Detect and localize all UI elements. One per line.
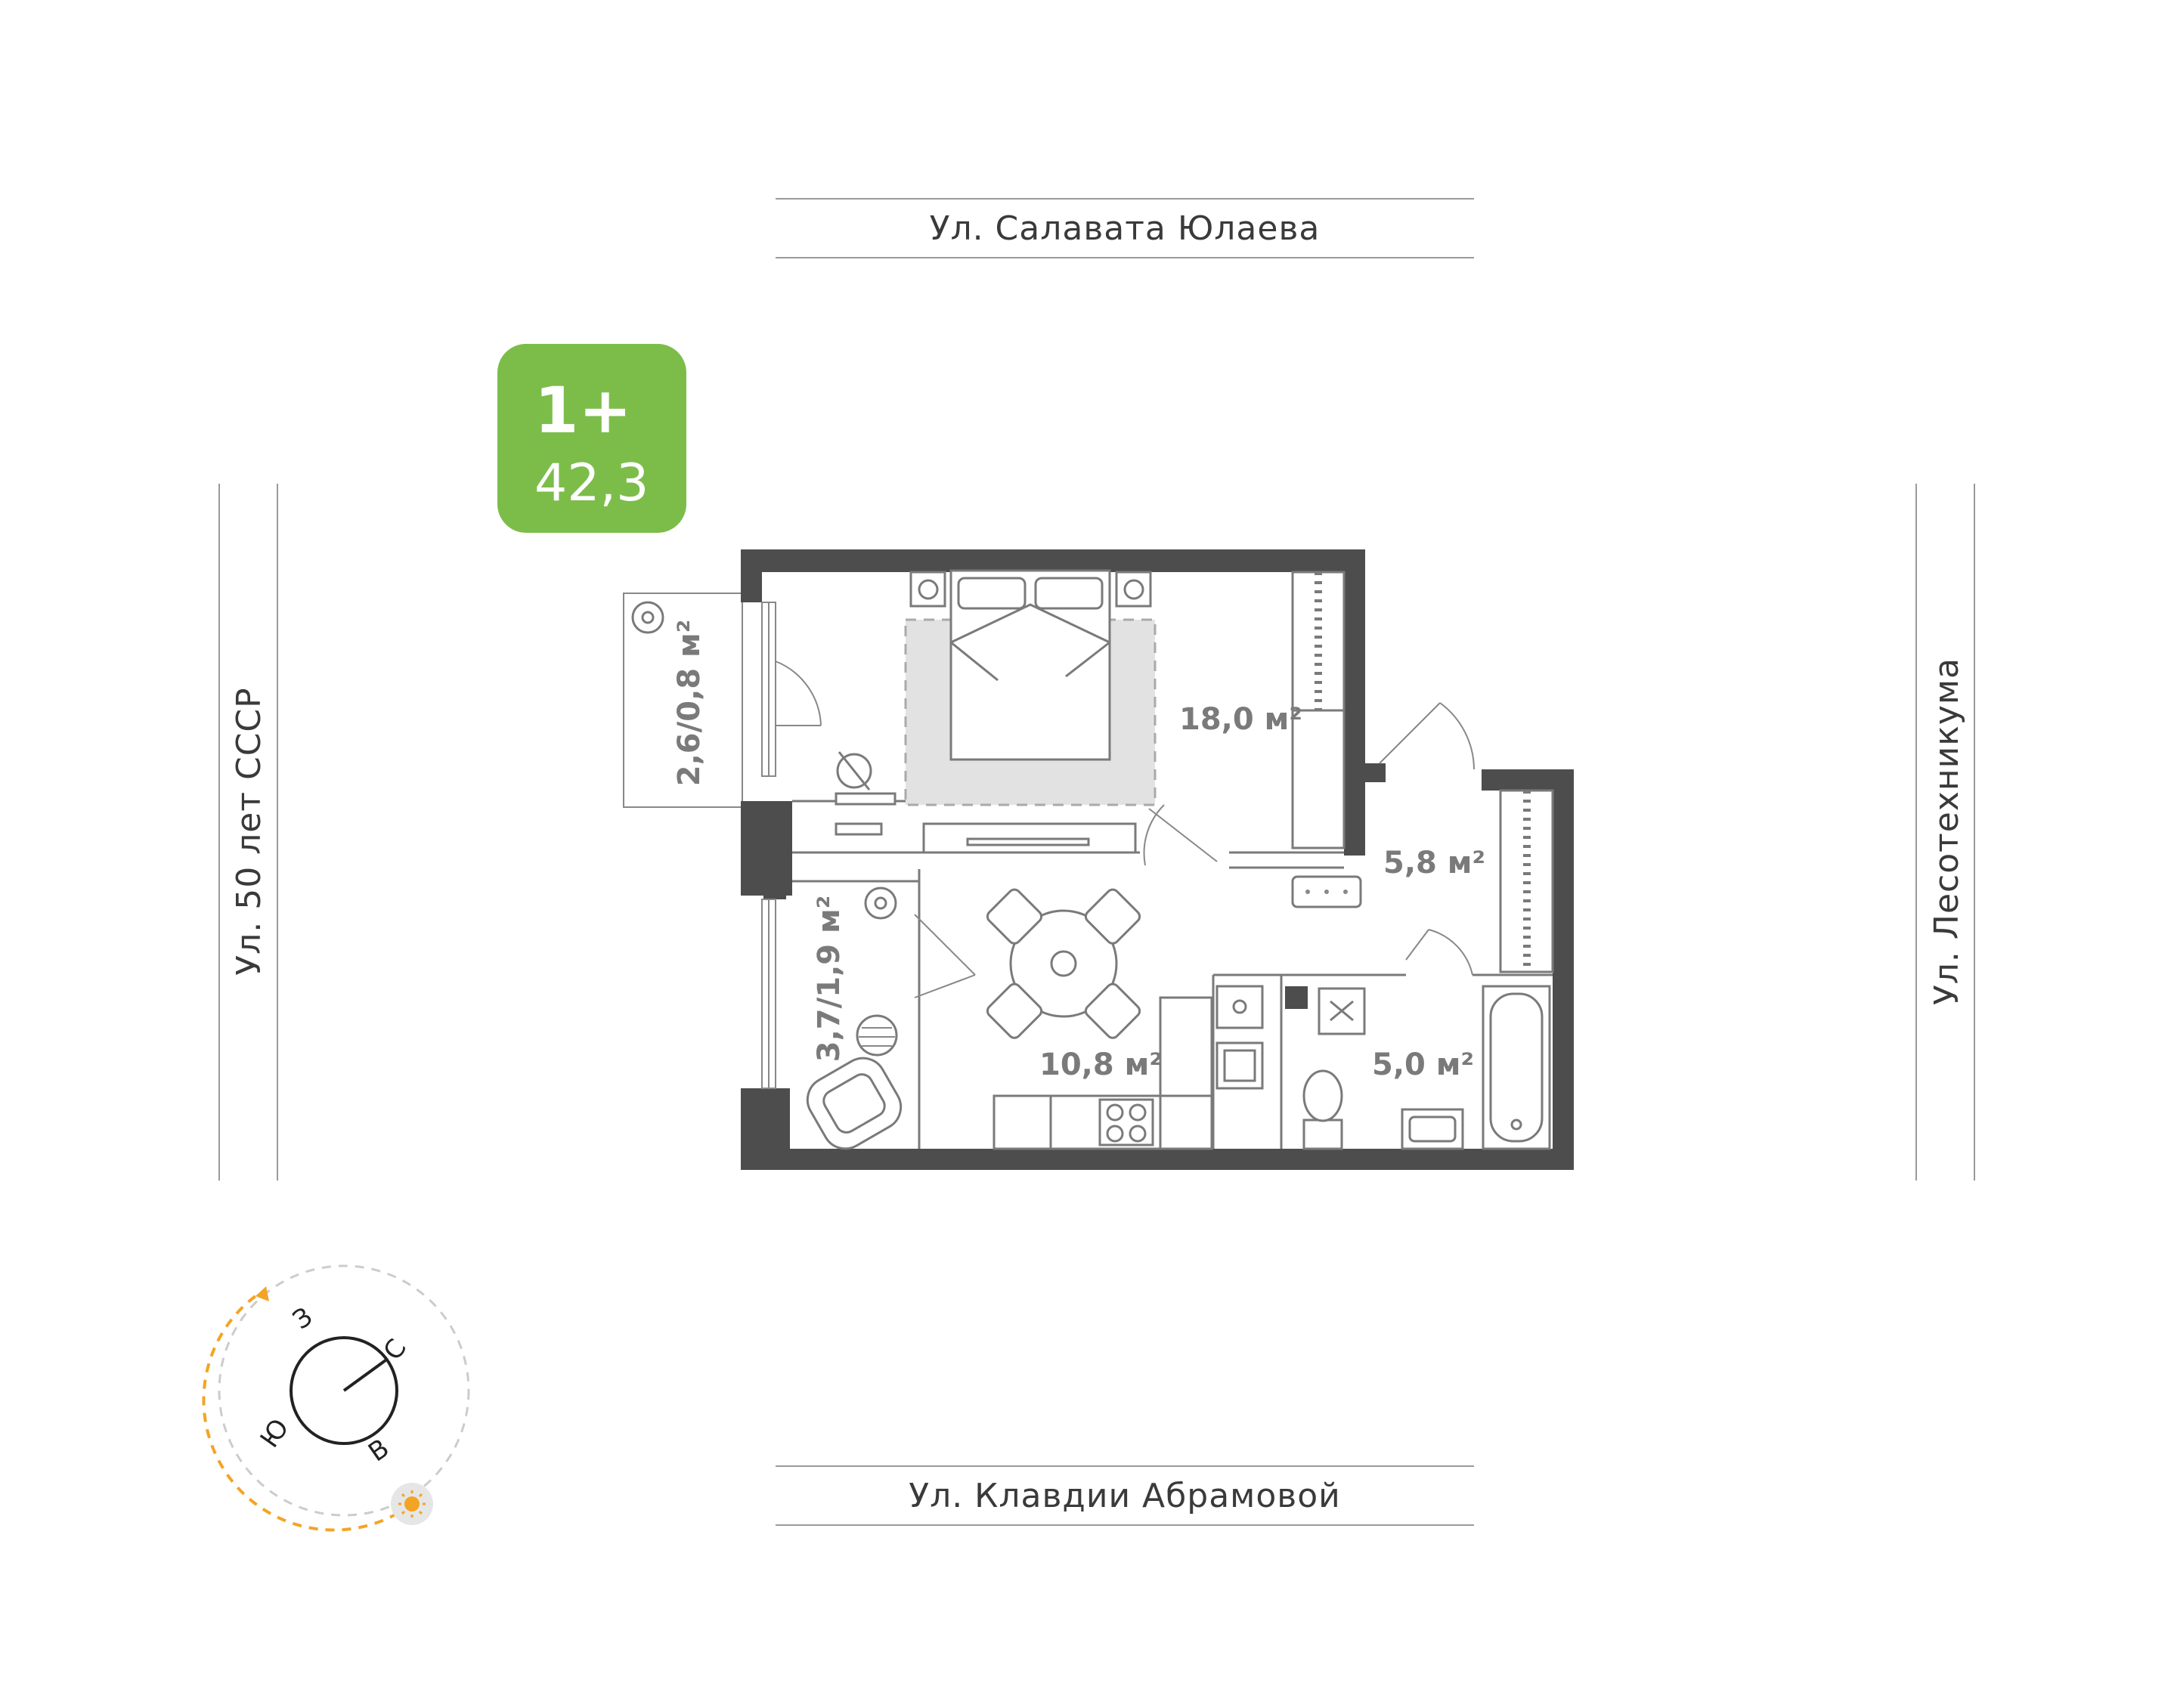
- room-hall-area: 5,8 м²: [1383, 846, 1485, 880]
- wall-right: [1553, 769, 1574, 1170]
- nightstand-left: [909, 571, 946, 608]
- balcony-plant-icon: [631, 601, 664, 634]
- wall-bedroom-right: [1344, 549, 1365, 856]
- street-right-label: Ул. Лесотехникума: [1928, 658, 1966, 1005]
- plant-icon: [864, 886, 897, 920]
- armchair-icon: [806, 1057, 903, 1150]
- door-balcony: [775, 661, 822, 726]
- wall-top: [741, 549, 1364, 572]
- compass-south: Ю: [255, 1413, 296, 1453]
- table-icon: [986, 888, 1141, 1039]
- chair-icon: [836, 751, 872, 791]
- bathroom-sink-icon: [1401, 1108, 1464, 1150]
- desk-icon: [835, 792, 897, 836]
- badge-rooms: 1+: [534, 373, 632, 447]
- room-loggia-area: 3,7/1,9 м²: [812, 896, 847, 1062]
- wall-hall-notch: [1364, 763, 1386, 782]
- door-loggia: [914, 914, 976, 998]
- shower-fan: [1318, 987, 1366, 1035]
- stove-icon: [1098, 1098, 1154, 1146]
- street-left-label: Ул. 50 лет СССР: [230, 687, 268, 975]
- tv-stand: [922, 822, 1137, 854]
- door-bedroom: [1143, 804, 1218, 866]
- door-entry: [1379, 702, 1475, 770]
- compass-west: З: [287, 1301, 318, 1335]
- floor-plan: 18,0 м² 5,8 м² 10,8 м² 5,0 м² 2,6/0,8 м²…: [623, 549, 1574, 1170]
- window-loggia: [761, 899, 776, 1089]
- compass: З С Ю В: [202, 1264, 470, 1532]
- street-bottom-label: Ул. Клавдии Абрамовой: [909, 1477, 1340, 1515]
- toilet-icon: [1302, 1069, 1343, 1150]
- room-kitchen-area: 10,8 м²: [1039, 1047, 1163, 1082]
- water-heater: [1215, 985, 1264, 1029]
- street-top-label: Ул. Салавата Юлаева: [930, 209, 1321, 248]
- street-bottom: Ул. Клавдии Абрамовой: [776, 1465, 1474, 1526]
- side-table: [856, 1014, 898, 1057]
- room-bedroom-area: 18,0 м²: [1179, 702, 1302, 737]
- wardrobe-icon: [1291, 571, 1346, 849]
- badge-area: 42,3: [534, 453, 649, 513]
- room-balcony-area: 2,6/0,8 м²: [672, 620, 707, 786]
- hall-wardrobe-icon: [1499, 789, 1554, 973]
- door-bathroom: [1405, 929, 1473, 976]
- wall-left-3: [741, 1088, 790, 1164]
- window-bedroom: [761, 602, 776, 777]
- column: [1285, 986, 1308, 1009]
- nightstand-right: [1115, 571, 1152, 608]
- street-top: Ул. Салавата Юлаева: [776, 198, 1474, 258]
- wall-left-1: [741, 549, 762, 602]
- apartment-badge: 1+ 42,3: [497, 344, 686, 533]
- room-bathroom-area: 5,0 м²: [1372, 1047, 1474, 1082]
- bed-icon: [949, 569, 1111, 761]
- street-left: Ул. 50 лет СССР: [218, 484, 278, 1180]
- sun-icon: [391, 1483, 433, 1525]
- bathtub-icon: [1482, 985, 1551, 1150]
- street-right: Ул. Лесотехникума: [1915, 484, 1975, 1180]
- wall-left-pier: [763, 869, 786, 899]
- hall-bench: [1291, 875, 1362, 908]
- sink-icon: [1215, 1041, 1264, 1090]
- wall-bottom: [741, 1149, 1574, 1170]
- compass-dial: [290, 1336, 398, 1445]
